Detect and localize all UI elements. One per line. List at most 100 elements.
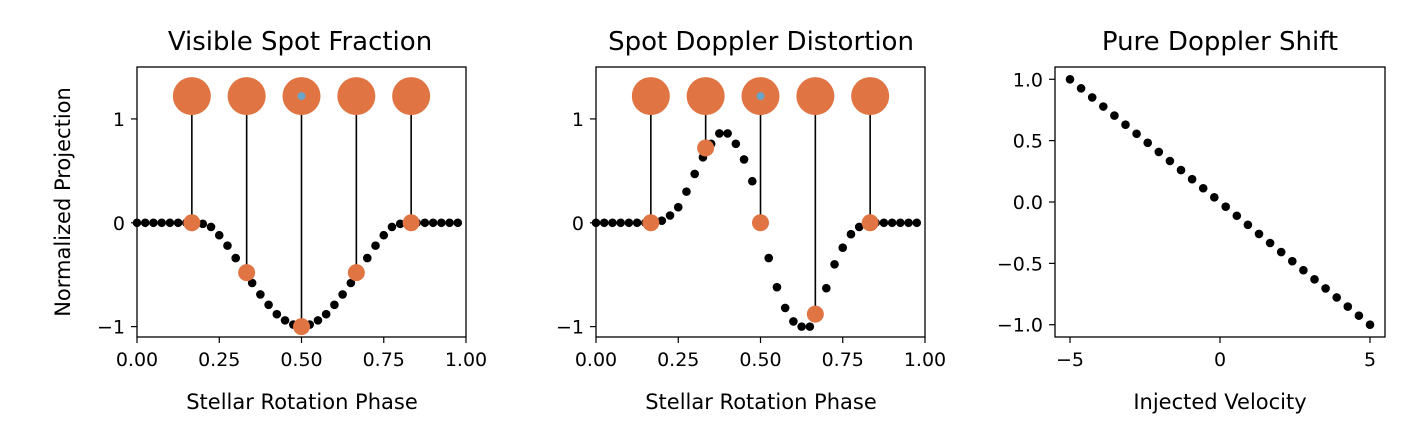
stellar-disk bbox=[392, 77, 431, 116]
x-tick-label: 0.00 bbox=[116, 349, 158, 371]
data-point bbox=[846, 229, 856, 239]
data-point bbox=[723, 129, 732, 138]
data-point bbox=[789, 317, 798, 326]
data-point bbox=[338, 290, 347, 299]
data-point bbox=[371, 241, 380, 250]
data-point bbox=[1221, 202, 1230, 211]
data-point bbox=[1154, 147, 1164, 157]
data-point bbox=[140, 218, 150, 228]
data-point bbox=[420, 218, 430, 228]
data-point bbox=[214, 230, 224, 240]
data-point bbox=[231, 253, 240, 263]
highlight-point bbox=[806, 305, 824, 323]
data-point bbox=[747, 176, 757, 186]
data-point bbox=[1288, 256, 1297, 266]
y-tick-label: −1.0 bbox=[997, 315, 1043, 337]
data-point bbox=[1176, 165, 1186, 175]
data-point bbox=[1099, 102, 1108, 111]
stellar-disk bbox=[796, 77, 835, 116]
data-point bbox=[731, 139, 741, 149]
chart-title: Spot Doppler Distortion bbox=[608, 27, 914, 57]
stellar-disk bbox=[631, 77, 670, 116]
highlight-point bbox=[347, 264, 365, 282]
data-point bbox=[1076, 84, 1086, 93]
data-point bbox=[1343, 302, 1353, 311]
data-point bbox=[363, 253, 372, 263]
data-point bbox=[387, 222, 397, 232]
data-point bbox=[198, 219, 208, 229]
data-point bbox=[1065, 74, 1075, 84]
highlight-point bbox=[861, 214, 879, 232]
x-tick-label: 0.75 bbox=[822, 349, 864, 371]
data-point bbox=[264, 300, 273, 310]
stellar-disk bbox=[172, 77, 211, 116]
data-point bbox=[149, 218, 158, 228]
x-tick-label: −5 bbox=[1056, 349, 1084, 371]
data-point bbox=[1265, 238, 1275, 248]
data-point bbox=[1354, 311, 1364, 320]
y-tick-label: −0.5 bbox=[997, 253, 1043, 275]
x-axis-label: Injected Velocity bbox=[1133, 390, 1306, 414]
data-point bbox=[632, 218, 642, 228]
data-point bbox=[690, 169, 699, 179]
data-point bbox=[428, 218, 438, 228]
data-point bbox=[395, 219, 405, 229]
highlight-point bbox=[402, 214, 420, 232]
data-point bbox=[445, 218, 454, 228]
data-point bbox=[912, 218, 922, 228]
y-tick-label: 0 bbox=[572, 213, 584, 235]
highlight-point bbox=[752, 214, 769, 232]
data-point bbox=[599, 218, 609, 228]
data-point bbox=[805, 322, 815, 331]
x-tick-label: 5 bbox=[1364, 349, 1376, 371]
data-point bbox=[838, 243, 848, 252]
y-tick-label: −1 bbox=[97, 317, 125, 339]
x-tick-label: 0.25 bbox=[657, 349, 699, 371]
data-point bbox=[1198, 183, 1208, 193]
y-tick-label: 0.0 bbox=[1013, 192, 1043, 214]
y-axis-label: Normalized Projection bbox=[51, 87, 75, 317]
data-point bbox=[1310, 275, 1319, 284]
highlight-point bbox=[642, 214, 660, 232]
data-point bbox=[173, 218, 183, 228]
highlight-point bbox=[293, 318, 310, 336]
data-point bbox=[272, 309, 282, 319]
data-point bbox=[682, 187, 691, 196]
data-point bbox=[887, 218, 897, 228]
highlight-point bbox=[697, 139, 715, 157]
y-tick-label: 1.0 bbox=[1013, 69, 1043, 91]
data-point bbox=[346, 278, 356, 288]
data-point bbox=[1276, 247, 1286, 257]
y-tick-label: 1 bbox=[113, 109, 125, 131]
data-point bbox=[437, 218, 446, 228]
y-tick-label: 0 bbox=[113, 213, 125, 235]
data-point bbox=[780, 303, 790, 313]
data-point bbox=[591, 218, 601, 228]
data-point bbox=[715, 129, 724, 138]
data-point bbox=[1121, 120, 1130, 129]
x-tick-label: 1.00 bbox=[904, 349, 946, 371]
data-point bbox=[822, 283, 831, 293]
x-tick-label: 0.50 bbox=[739, 349, 781, 371]
data-point bbox=[673, 202, 683, 212]
data-point bbox=[665, 211, 675, 220]
highlight-point bbox=[183, 214, 201, 232]
data-point bbox=[330, 300, 339, 310]
stellar-disk bbox=[686, 77, 725, 116]
stellar-disk bbox=[851, 77, 890, 116]
x-tick-label: 1.00 bbox=[445, 349, 487, 371]
data-point bbox=[1332, 293, 1341, 302]
data-point bbox=[1299, 265, 1308, 275]
highlight-point bbox=[238, 264, 256, 282]
data-point bbox=[1210, 193, 1219, 202]
data-point bbox=[157, 218, 166, 228]
chart-title: Visible Spot Fraction bbox=[168, 27, 432, 57]
data-point bbox=[657, 216, 667, 225]
data-point bbox=[223, 241, 232, 250]
data-point bbox=[854, 222, 864, 232]
data-point bbox=[896, 218, 905, 228]
data-point bbox=[1254, 229, 1264, 239]
data-point bbox=[132, 218, 142, 228]
data-point bbox=[1087, 93, 1097, 102]
